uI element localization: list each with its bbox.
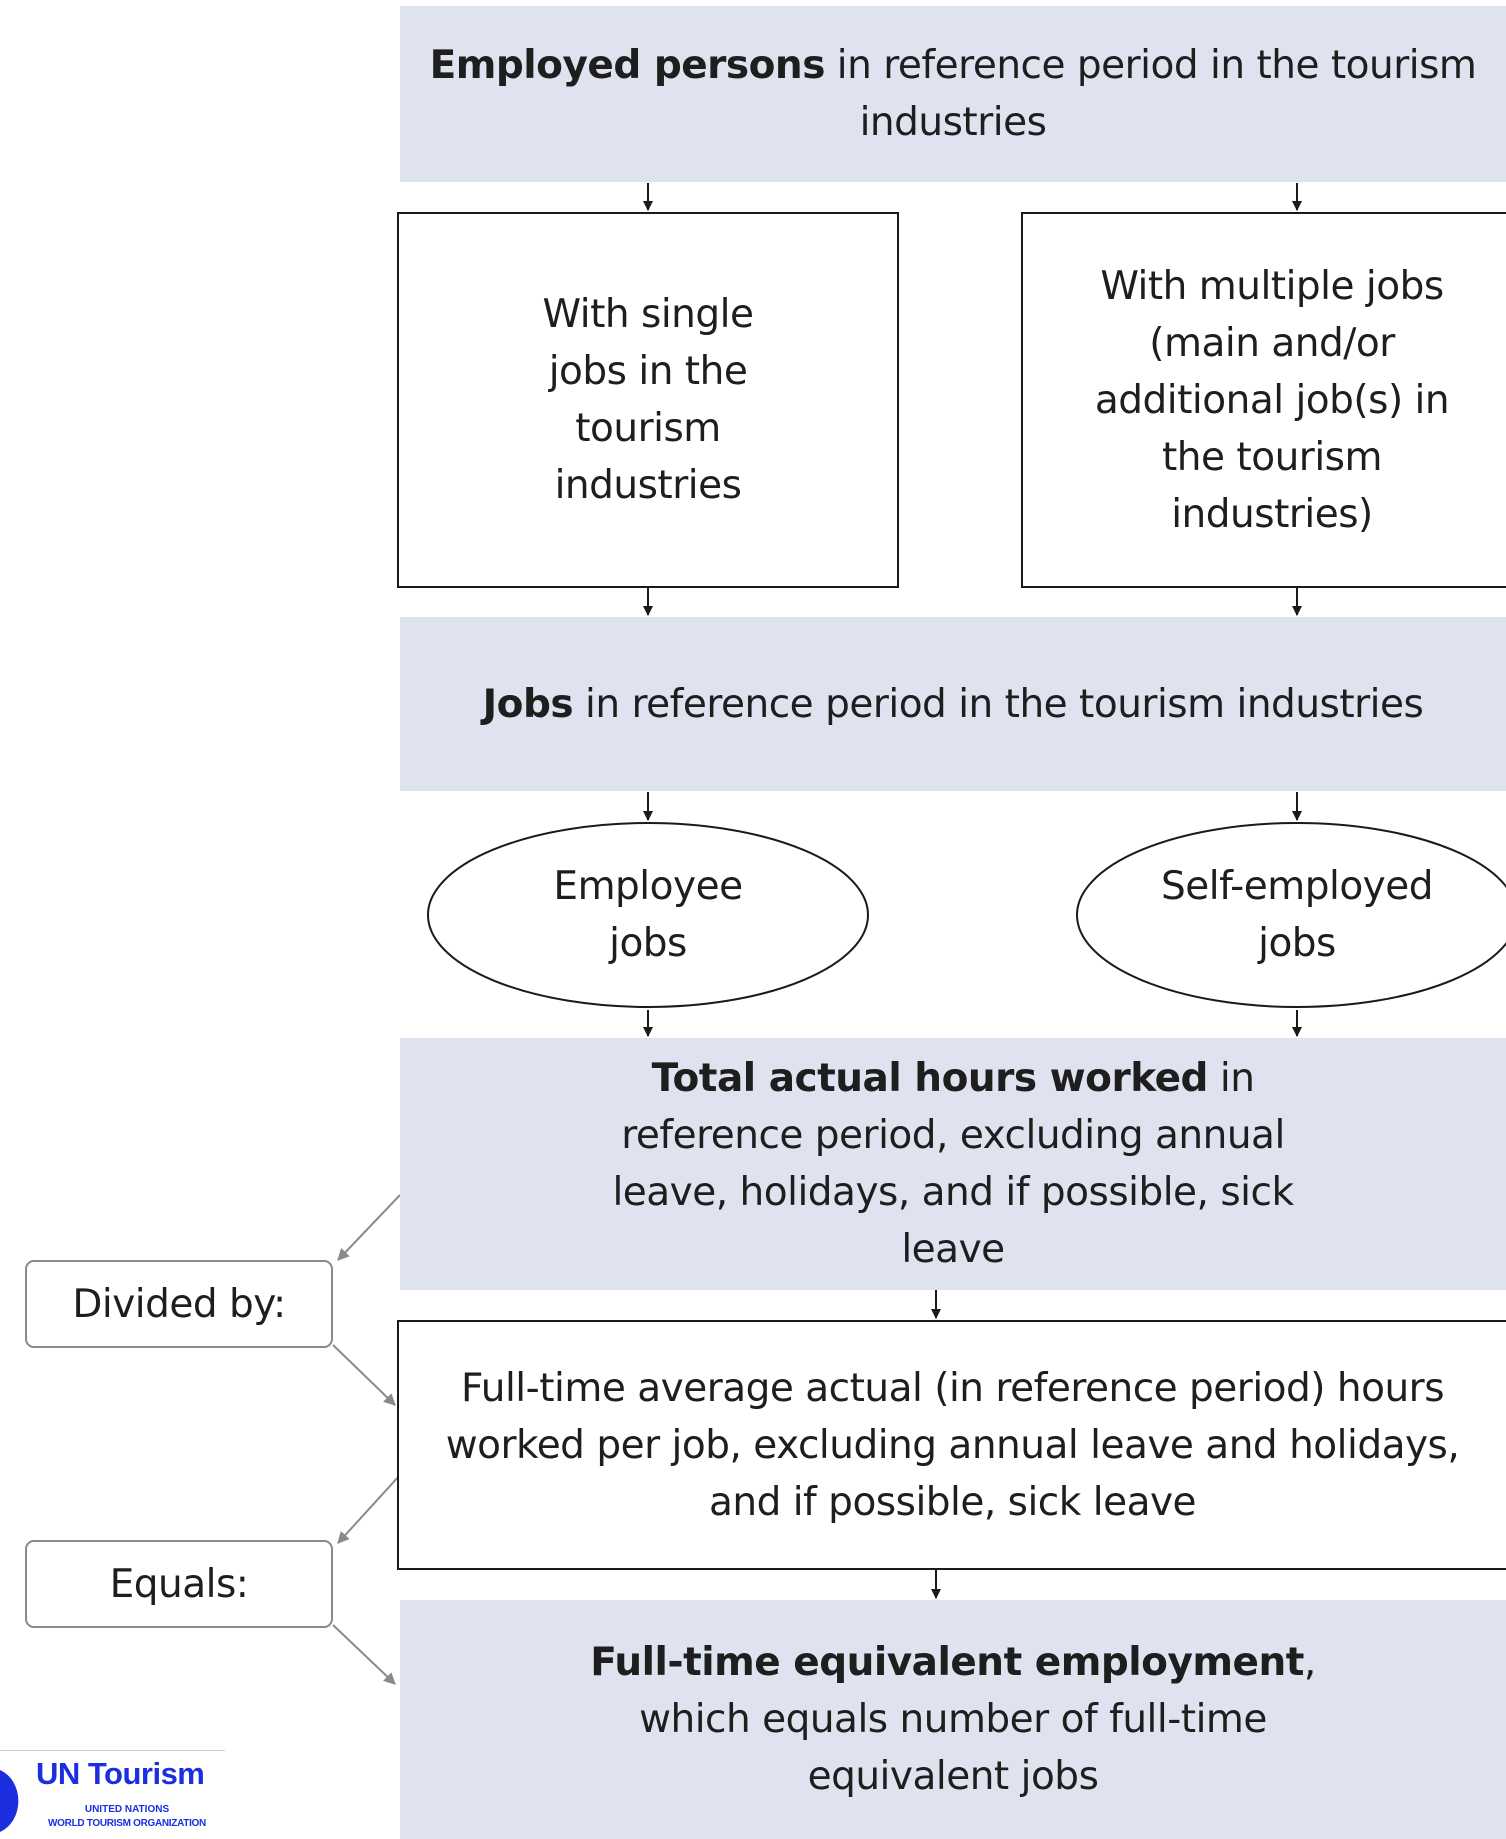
equals-box: Equals:	[25, 1540, 333, 1628]
logo-divider	[0, 1750, 225, 1751]
multiple-jobs-text: With multiple jobs (main and/or addition…	[1094, 263, 1450, 537]
fulltime-hours-text: Full-time average actual (in reference p…	[445, 1365, 1460, 1525]
connector-equals-to-fte	[332, 1624, 396, 1685]
employee-jobs-label: Employee jobs	[500, 855, 796, 975]
fte-bold: Full-time equivalent employment	[590, 1640, 1304, 1685]
employee-jobs-text: Employee jobs	[553, 864, 743, 966]
employed-persons-text: in reference period in the tourism indus…	[824, 43, 1477, 145]
divided-by-label: Divided by:	[72, 1281, 286, 1327]
self-employed-jobs-label: Self-employed jobs	[1127, 855, 1467, 975]
employee-jobs-ellipse	[427, 822, 869, 1008]
divided-by-box: Divided by:	[25, 1260, 333, 1348]
connector-divided-to-fulltime	[332, 1344, 396, 1406]
self-employed-jobs-text: Self-employed jobs	[1160, 864, 1434, 966]
jobs-box: Jobs in reference period in the tourism …	[400, 617, 1506, 791]
equals-label: Equals:	[109, 1561, 249, 1607]
fte-text: , which equals number of full-time equiv…	[639, 1640, 1316, 1799]
single-jobs-box: With single jobs in the tourism industri…	[397, 212, 899, 588]
total-hours-text: in reference period, excluding annual le…	[612, 1056, 1294, 1272]
globe-icon	[0, 1770, 19, 1832]
logo-subtitle-line1: UNITED NATIONS	[84, 1804, 170, 1815]
single-jobs-text: With single jobs in the tourism industri…	[542, 292, 754, 508]
un-tourism-logo: UN Tourism UNITED NATIONS WORLD TOURISM …	[0, 1750, 225, 1839]
jobs-bold: Jobs	[482, 681, 574, 727]
connector-fulltime-to-equals	[337, 1474, 401, 1544]
fulltime-hours-box: Full-time average actual (in reference p…	[397, 1320, 1506, 1570]
logo-name: UN Tourism	[36, 1756, 205, 1791]
employed-persons-box: Employed persons in reference period in …	[400, 6, 1506, 182]
total-hours-box: Total actual hours worked in reference p…	[400, 1038, 1506, 1290]
fte-box: Full-time equivalent employment, which e…	[400, 1600, 1506, 1839]
self-employed-jobs-ellipse	[1076, 822, 1506, 1008]
total-hours-bold: Total actual hours worked	[651, 1056, 1209, 1101]
multiple-jobs-box: With multiple jobs (main and/or addition…	[1021, 212, 1506, 588]
employed-persons-bold: Employed persons	[429, 43, 826, 88]
jobs-text: in reference period in the tourism indus…	[573, 681, 1424, 727]
connector-hours-to-divided	[337, 1194, 401, 1261]
logo-subtitle-line2: WORLD TOURISM ORGANIZATION	[48, 1818, 206, 1829]
